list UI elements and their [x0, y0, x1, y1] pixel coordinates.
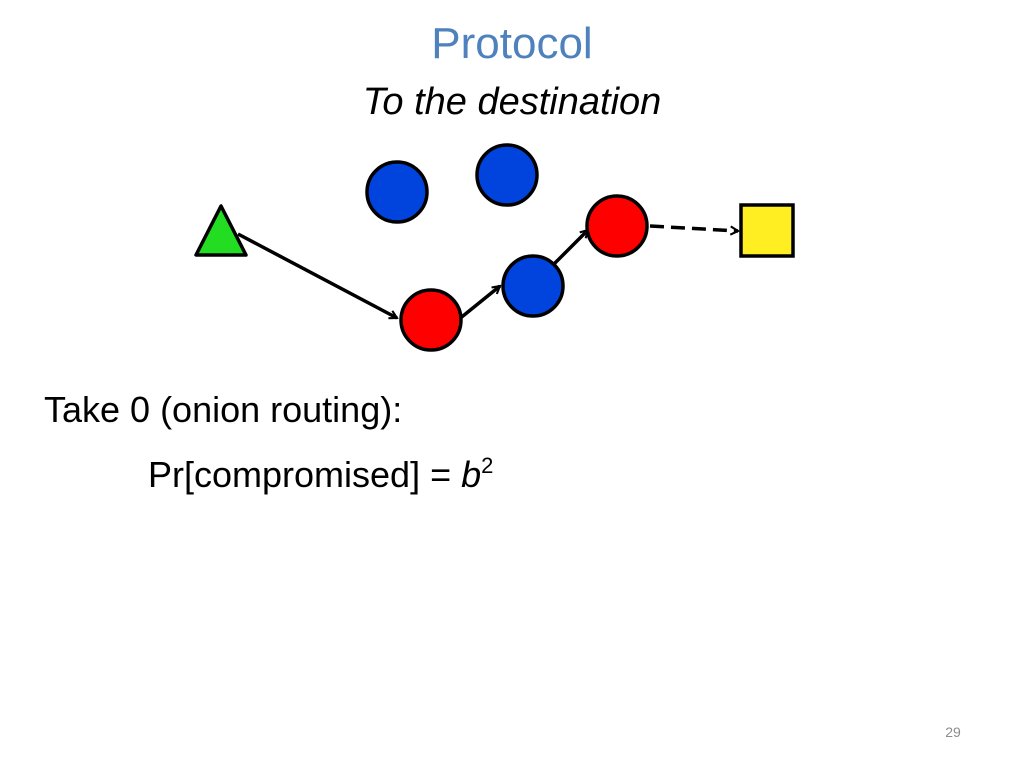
slide-subtitle: To the destination: [362, 81, 662, 123]
destination-square: [739, 203, 795, 258]
red-router-2: [585, 194, 649, 258]
arrow-red-router-1-to-blue-router-3: [456, 284, 500, 322]
source-triangle: [194, 204, 248, 257]
exponent: 2: [481, 453, 494, 478]
probability-expression: Pr[compromised] =: [148, 454, 462, 495]
variable-b: b: [461, 454, 482, 495]
blue-router-3: [501, 254, 565, 318]
slide-title: Protocol: [431, 19, 593, 68]
body-text-line-1: Take 0 (onion routing):: [44, 389, 403, 430]
arrow-blue-router-3-to-red-router-2: [550, 230, 588, 268]
arrow-source-to-red-router-1: [237, 232, 397, 320]
dashed-arrow-to-destination: [649, 224, 738, 231]
blue-router-1: [365, 160, 429, 224]
red-router-1: [399, 288, 463, 352]
page-number: 29: [945, 724, 961, 740]
body-text-line-2: Pr[compromised] = b2: [148, 444, 493, 497]
blue-router-2: [475, 143, 539, 207]
